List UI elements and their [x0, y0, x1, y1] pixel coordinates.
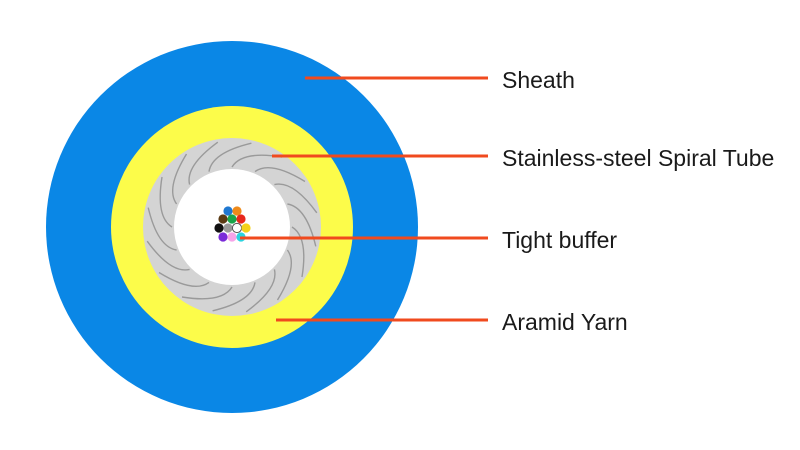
- spiral-groove: [276, 249, 293, 301]
- optical-fiber: [236, 214, 246, 224]
- optical-fiber: [218, 214, 228, 224]
- spiral-groove: [188, 141, 219, 185]
- spiral-groove: [212, 282, 256, 312]
- optical-fiber: [231, 222, 243, 234]
- tight-buffer-label: Tight buffer: [502, 227, 618, 253]
- optical-fiber: [223, 206, 233, 216]
- spiral-groove: [274, 183, 318, 214]
- spiral-groove: [245, 269, 276, 313]
- optical-fiber: [218, 232, 228, 242]
- spiral-groove: [291, 226, 305, 278]
- spiral-groove: [254, 166, 306, 183]
- aramid-yarn-label: Aramid Yarn: [502, 309, 628, 335]
- optical-fiber: [227, 214, 237, 224]
- optical-fiber: [227, 232, 237, 242]
- sheath-label: Sheath: [502, 67, 575, 93]
- spiral-tube-label: Stainless-steel Spiral Tube: [502, 145, 775, 171]
- spiral-groove: [208, 142, 252, 172]
- optical-fiber: [223, 223, 233, 233]
- optical-fiber: [241, 223, 251, 233]
- optical-fiber: [232, 206, 242, 216]
- spiral-groove: [159, 176, 173, 228]
- spiral-tube-grooves: [146, 141, 318, 313]
- spiral-groove: [158, 271, 210, 288]
- optical-fiber-bundle: [214, 206, 251, 242]
- spiral-groove: [146, 240, 190, 271]
- spiral-groove: [147, 207, 177, 251]
- spiral-groove: [287, 203, 317, 247]
- spiral-groove: [181, 286, 233, 300]
- optical-fiber: [214, 223, 224, 233]
- spiral-groove: [171, 153, 188, 205]
